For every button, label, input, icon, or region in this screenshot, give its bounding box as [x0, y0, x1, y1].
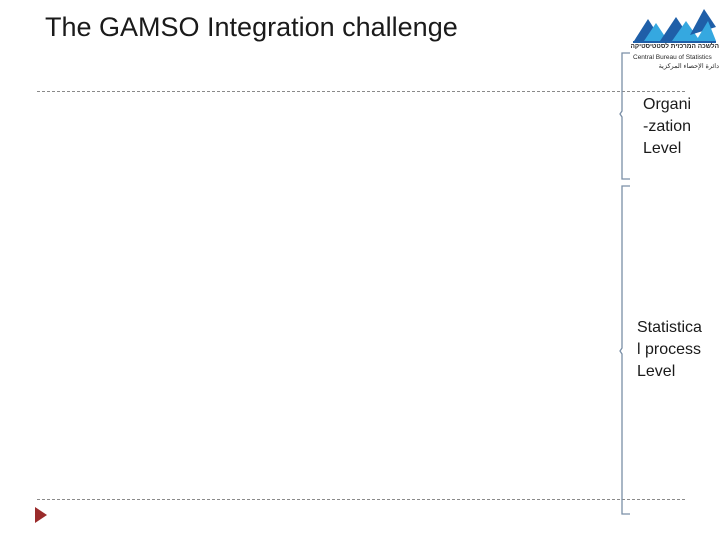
statistical-process-level-label: Statistica l process Level — [637, 317, 717, 383]
logo-hebrew-text: הלשכה המרכזית לסטטיסטיקה — [630, 43, 719, 50]
statistical-process-bracket — [619, 185, 630, 515]
top-dashed-divider — [37, 91, 685, 92]
logo-english-text: Central Bureau of Statistics — [633, 54, 712, 61]
bullet-triangle-icon — [35, 507, 47, 523]
bottom-dashed-divider — [37, 499, 685, 500]
cbs-logo-icon — [633, 9, 716, 43]
organization-bracket — [619, 52, 630, 180]
organization-level-label: Organi -zation Level — [643, 94, 713, 160]
logo-arabic-text: دائرة الإحصاء المركزية — [658, 63, 719, 70]
slide-title: The GAMSO Integration challenge — [45, 12, 458, 42]
stat-label-text: Statistica l process Level — [637, 319, 702, 380]
org-label-text: Organi -zation Level — [643, 96, 692, 157]
